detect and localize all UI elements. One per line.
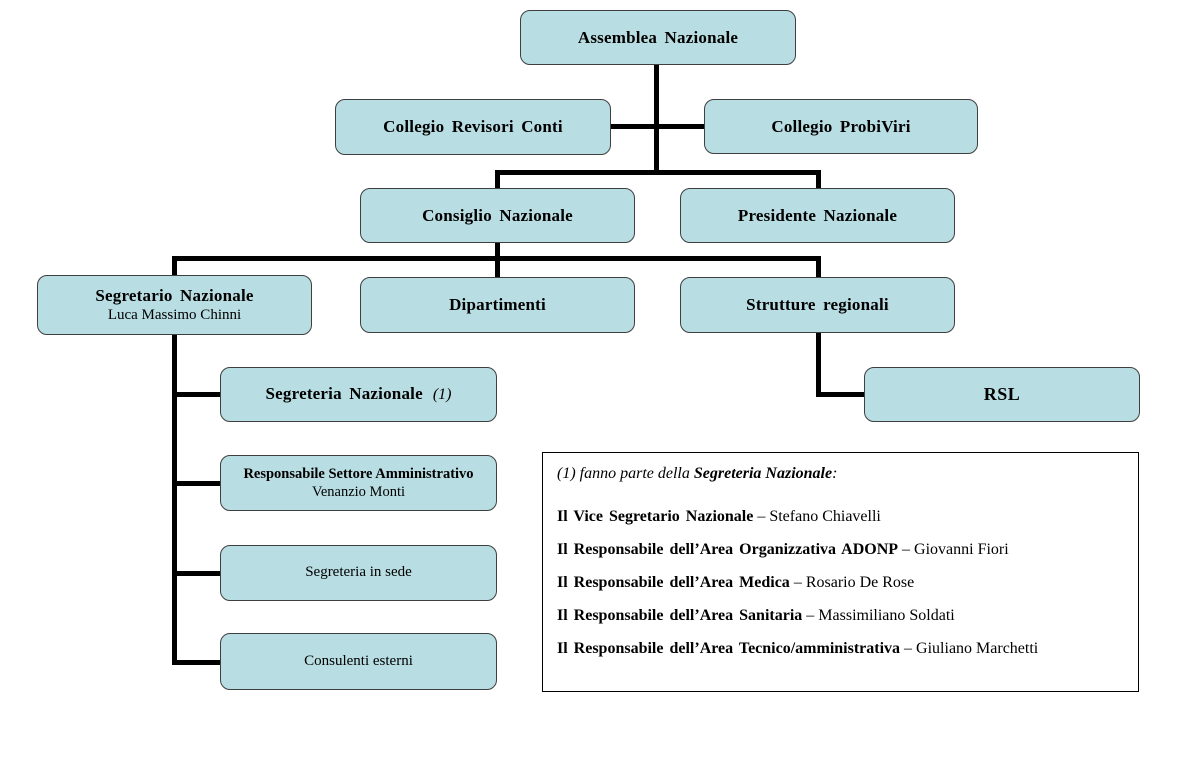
member-name: Giuliano Marchetti — [916, 640, 1039, 657]
dash-separator: – — [806, 607, 815, 624]
member-role: Il Responsabile dell’Area Medica — [557, 574, 790, 591]
node-label: Segretario Nazionale — [95, 286, 254, 306]
connector — [816, 333, 821, 397]
connector — [172, 660, 222, 665]
node-label: Dipartimenti — [449, 295, 546, 315]
connector — [172, 335, 177, 665]
node-segretario-nazionale: Segretario Nazionale Luca Massimo Chinni — [37, 275, 312, 335]
member-role: Il Responsabile dell’Area Tecnico/ammini… — [557, 640, 901, 657]
member-role: Il Responsabile dell’Area Organizzativa … — [557, 541, 899, 558]
footnote-intro: (1) fanno parte della Segreteria Naziona… — [557, 465, 1124, 483]
connector — [172, 481, 222, 486]
footnote-member: Il Responsabile dell’Area Sanitaria – Ma… — [557, 606, 1124, 626]
node-label-text: Segreteria Nazionale — [265, 384, 423, 404]
node-label: Segreteria in sede — [305, 564, 412, 581]
node-label: Consulenti esterni — [304, 652, 413, 669]
connector — [172, 392, 222, 397]
footnote-member: Il Vice Segretario Nazionale – Stefano C… — [557, 507, 1124, 527]
footnote-box: (1) fanno parte della Segreteria Naziona… — [542, 452, 1139, 692]
node-collegio-revisori-conti: Collegio Revisori Conti — [335, 99, 611, 155]
connector — [654, 64, 659, 175]
node-consiglio-nazionale: Consiglio Nazionale — [360, 188, 635, 243]
footnote-ref: (1) — [432, 386, 452, 404]
node-label: Presidente Nazionale — [737, 205, 898, 225]
dash-separator: – — [902, 541, 911, 558]
node-consulenti-esterni: Consulenti esterni — [220, 633, 497, 690]
connector — [495, 170, 821, 175]
connector — [816, 392, 866, 397]
node-collegio-probiviri: Collegio ProbiViri — [704, 99, 978, 154]
connector — [816, 170, 821, 190]
node-responsabile-settore-amministrativo: Responsabile Settore Amministrativo Vena… — [220, 455, 497, 511]
connector — [172, 256, 177, 277]
connector — [816, 256, 821, 279]
dash-separator: – — [793, 574, 802, 591]
node-segreteria-nazionale: Segreteria Nazionale (1) — [220, 367, 497, 422]
connector — [495, 170, 500, 190]
node-strutture-regionali: Strutture regionali — [680, 277, 955, 333]
node-label: Collegio Revisori Conti — [383, 117, 563, 137]
node-rsl: RSL — [864, 367, 1140, 422]
member-name: Massimiliano Soldati — [818, 607, 955, 624]
node-label: Assemblea Nazionale — [577, 27, 739, 47]
node-dipartimenti: Dipartimenti — [360, 277, 635, 333]
footnote-member: Il Responsabile dell’Area Medica – Rosar… — [557, 573, 1124, 593]
node-person-name: Venanzio Monti — [311, 483, 406, 500]
node-label: Consiglio Nazionale — [422, 205, 573, 225]
member-name: Giovanni Fiori — [914, 541, 1009, 558]
node-label: Collegio ProbiViri — [771, 116, 911, 136]
footnote-member: Il Responsabile dell’Area Tecnico/ammini… — [557, 639, 1124, 659]
member-name: Rosario De Rose — [805, 574, 915, 591]
dash-separator: – — [757, 508, 766, 525]
node-presidente-nazionale: Presidente Nazionale — [680, 188, 955, 243]
node-person-name: Luca Massimo Chinni — [107, 306, 242, 323]
node-label: Responsabile Settore Amministrativo — [243, 465, 474, 482]
footnote-intro-bold: Segreteria Nazionale — [693, 465, 833, 482]
member-role: Il Responsabile dell’Area Sanitaria — [557, 607, 803, 624]
dash-separator: – — [904, 640, 913, 657]
connector — [608, 124, 706, 129]
node-label: Strutture regionali — [746, 295, 889, 315]
node-label: RSL — [983, 384, 1021, 405]
member-role: Il Vice Segretario Nazionale — [557, 508, 754, 525]
member-name: Stefano Chiavelli — [769, 508, 881, 525]
connector — [172, 256, 821, 261]
footnote-member: Il Responsabile dell’Area Organizzativa … — [557, 540, 1124, 560]
node-label: Segreteria Nazionale (1) — [221, 384, 496, 404]
connector — [172, 571, 222, 576]
footnote-intro-suffix: : — [832, 465, 838, 482]
footnote-intro-prefix: (1) fanno parte della — [557, 465, 694, 482]
node-segreteria-in-sede: Segreteria in sede — [220, 545, 497, 601]
connector — [495, 243, 500, 279]
node-assemblea-nazionale: Assemblea Nazionale — [520, 10, 796, 65]
